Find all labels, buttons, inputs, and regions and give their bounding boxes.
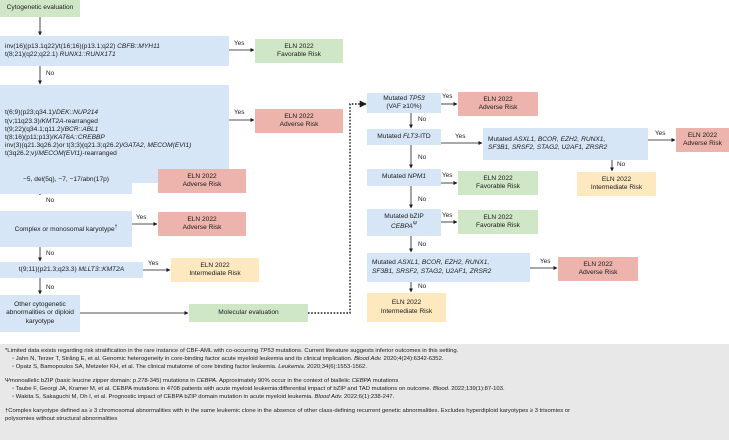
- genes-box-final: Mutated ASXL1, BCOR, EZH2, RUNX1, SF3B1,…: [367, 253, 530, 282]
- flow-connectors: [38, 17, 676, 315]
- cytogenetic-evaluation-box: Cytogenetic evaluation: [0, 0, 80, 17]
- no-label: No: [46, 284, 55, 291]
- footnote-psi-ref-1: ◦ Taube F, Georgi JA, Kramer M, et al. C…: [12, 386, 505, 392]
- adverse-karyotype-box: t(6;9)(p23;q34.1)/DEK::NUP214 t(v;11q23.…: [0, 85, 229, 183]
- no-label: No: [46, 197, 55, 204]
- footnote-star-ref-2: ◦ Opatz S, Bamopoulos SA, Metzeler KH, e…: [12, 364, 367, 370]
- adverse-line: t(8;16)(p11;p13)/KAT6A::CREBBP: [5, 134, 105, 141]
- yes-label: Yes: [540, 258, 551, 265]
- mllt3-box: t(9;11)(p21.3;q23.3) MLLT3::KMT2A: [0, 262, 143, 278]
- no-label: No: [46, 250, 55, 257]
- footnote-psi-ref-2: ◦ Wakita S, Sakaguchi M, Oh I, et al. Pr…: [12, 394, 395, 400]
- no-label: No: [418, 196, 427, 203]
- flt3-box: Mutated FLT3-ITD: [367, 129, 441, 145]
- yes-label: Yes: [442, 172, 453, 179]
- yes-label: Yes: [234, 40, 245, 47]
- adverse-line: t(9;22)(q34.1;q11.2)/BCR::ABL1: [5, 125, 99, 133]
- adverse-line: t(6;9)(p23;q34.1)/DEK::NUP214: [5, 109, 99, 117]
- yes-label: Yes: [442, 93, 453, 100]
- footnotes-panel: *Limited data exists regarding risk stra…: [0, 344, 729, 440]
- yes-label: Yes: [455, 133, 466, 140]
- adverse-line: t(3q26.2;v)/MECOM(EVI1)-rearranged: [5, 150, 117, 158]
- favorable-karyotype-box: inv(16)(p13.1q22)/t(16;16)(p13.1;q22) CB…: [0, 36, 229, 66]
- footnote-star: *Limited data exists regarding risk stra…: [5, 348, 459, 354]
- no-label: No: [46, 70, 55, 77]
- footnote-dagger-line-2: polysomies without structural abnormalit…: [5, 416, 118, 422]
- yes-label: Yes: [442, 212, 453, 219]
- favorable-line-2: t(8;21)(q22;q22.1) RUNX1::RUNX1T1: [5, 51, 116, 58]
- yes-label: Yes: [148, 260, 159, 267]
- complex-karyotype-box: Complex or monosomal karyotype†: [0, 211, 132, 247]
- footnote-psi: Ψmonoallelic bZIP (basic leucine zipper …: [5, 378, 399, 384]
- tp53-box: Mutated TP53 (VAF ≥10%): [367, 93, 441, 113]
- genes-box-flt3: Mutated ASXL1, BCOR, EZH2, RUNX1, SF3B1,…: [483, 128, 648, 160]
- adverse-line: t(v;11q23.3)/KMT2A-rearranged: [5, 117, 98, 125]
- bzip-box: Mutated bZIP CEBPAΨ: [367, 209, 441, 236]
- other-abnormalities-box: Other cytogenetic abnormalities or diplo…: [0, 295, 80, 332]
- cytogenetic-evaluation-label: Cytogenetic evaluation: [6, 4, 74, 12]
- adverse-line: inv(3)(q21.3q26.2)or t(3;3)(q21.3;q26.2)…: [5, 142, 192, 150]
- footnote-dagger-line-1: †Complex karyotype defined as ≥ 3 chromo…: [5, 408, 571, 414]
- yes-label: Yes: [234, 109, 245, 116]
- deletion-box: −5, del(5q), −7, −17/abn(17p): [0, 167, 132, 194]
- footnote-star-ref-1: ◦ Jahn N, Terzer T, Strång E, et al. Gen…: [12, 356, 444, 362]
- npm1-box: Mutated NPM1: [367, 169, 441, 186]
- no-label: No: [418, 154, 427, 161]
- no-label: No: [418, 241, 427, 248]
- favorable-line-1: inv(16)(p13.1q22)/t(16;16)(p13.1;q22) CB…: [5, 42, 160, 50]
- molecular-evaluation-box: Molecular evaluation: [189, 304, 308, 322]
- yes-label: Yes: [136, 214, 147, 221]
- no-label: No: [418, 283, 427, 290]
- no-label: No: [617, 161, 626, 168]
- yes-label: Yes: [655, 130, 666, 137]
- no-label: No: [418, 116, 427, 123]
